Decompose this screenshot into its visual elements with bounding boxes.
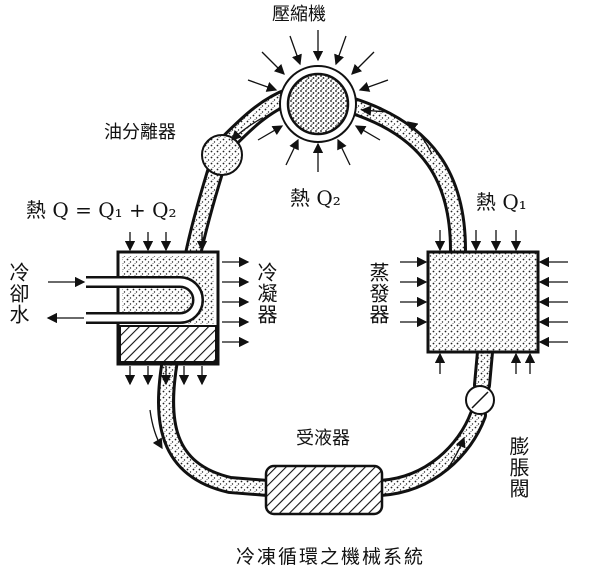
receiver xyxy=(264,464,384,516)
heat-q1-label: 熱 Q₁ xyxy=(476,190,527,214)
cooling-water-label: 冷卻水 xyxy=(6,262,30,325)
evaporator-label: 蒸發器 xyxy=(366,262,390,325)
compressor-heat-rays xyxy=(247,30,389,172)
compressor-label: 壓縮機 xyxy=(272,4,326,25)
oil-separator xyxy=(201,134,243,176)
condenser xyxy=(46,232,250,386)
flow-arrow-bottom-right xyxy=(447,436,466,469)
flow-arrow-bottom-left xyxy=(149,409,163,450)
flow-arrow-top-right xyxy=(406,121,433,155)
evaporator xyxy=(400,230,568,374)
heat-q1q2-label: 熱 Q = Q₁ + Q₂ xyxy=(26,198,177,222)
condenser-label: 冷凝器 xyxy=(254,262,278,325)
flow-arrows xyxy=(149,117,466,469)
flow-arrow-top-left xyxy=(231,117,263,141)
expansion-valve xyxy=(465,385,495,415)
expansion-valve-label: 膨脹閥 xyxy=(506,436,530,499)
compressor xyxy=(247,30,389,172)
receiver-label: 受液器 xyxy=(296,428,350,449)
pipe-condenser-to-receiver xyxy=(157,351,277,497)
oil-separator-label: 油分離器 xyxy=(104,122,176,143)
diagram-caption: 冷凍循環之機械系統 xyxy=(236,546,426,568)
heat-q2-label: 熱 Q₂ xyxy=(290,186,341,210)
